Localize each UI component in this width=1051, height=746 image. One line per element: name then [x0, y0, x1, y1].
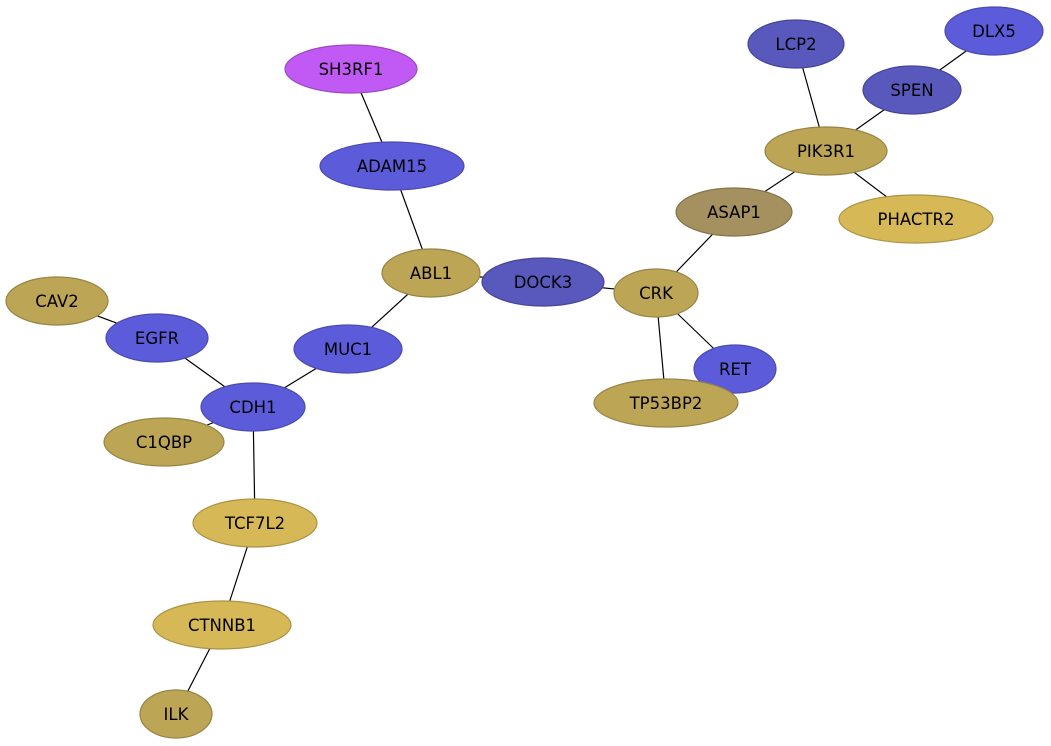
node-spen[interactable]: SPEN — [862, 65, 962, 115]
node-abl1-ellipse — [381, 248, 481, 298]
node-ilk-label: ILK — [164, 705, 190, 724]
node-cdh1[interactable]: CDH1 — [200, 382, 306, 432]
node-asap1-ellipse — [675, 187, 793, 237]
node-sh3rf1[interactable]: SH3RF1 — [284, 44, 418, 94]
node-egfr-ellipse — [105, 313, 209, 363]
node-adam15[interactable]: ADAM15 — [319, 141, 465, 191]
node-tcf7l2[interactable]: TCF7L2 — [192, 498, 318, 548]
node-c1qbp[interactable]: C1QBP — [103, 417, 225, 467]
node-muc1[interactable]: MUC1 — [293, 324, 403, 374]
node-lcp2-ellipse — [747, 19, 845, 69]
node-pik3r1[interactable]: PIK3R1 — [764, 126, 888, 176]
node-c1qbp-ellipse — [103, 417, 225, 467]
node-crk-ellipse — [613, 268, 699, 318]
node-dlx5[interactable]: DLX5 — [944, 6, 1044, 56]
node-asap1[interactable]: ASAP1 — [675, 187, 793, 237]
node-asap1-label: ASAP1 — [707, 203, 761, 222]
node-phactr2-label: PHACTR2 — [878, 210, 955, 229]
node-ilk-ellipse — [139, 689, 213, 739]
node-c1qbp-label: C1QBP — [136, 433, 192, 452]
node-ctnnb1[interactable]: CTNNB1 — [152, 600, 292, 650]
node-ctnnb1-label: CTNNB1 — [188, 616, 256, 635]
node-phactr2[interactable]: PHACTR2 — [838, 194, 994, 244]
node-pik3r1-ellipse — [764, 126, 888, 176]
node-pik3r1-label: PIK3R1 — [797, 142, 855, 161]
node-sh3rf1-ellipse — [284, 44, 418, 94]
node-tp53bp2[interactable]: TP53BP2 — [593, 378, 739, 428]
node-ret[interactable]: RET — [693, 344, 777, 394]
node-tcf7l2-label: TCF7L2 — [224, 514, 285, 533]
node-muc1-label: MUC1 — [324, 340, 372, 359]
node-ctnnb1-ellipse — [152, 600, 292, 650]
node-dock3-label: DOCK3 — [514, 273, 573, 292]
node-lcp2-label: LCP2 — [775, 35, 816, 54]
node-egfr-label: EGFR — [135, 329, 179, 348]
node-cav2[interactable]: CAV2 — [5, 276, 109, 326]
node-spen-label: SPEN — [890, 81, 933, 100]
node-sh3rf1-label: SH3RF1 — [319, 60, 384, 79]
node-ret-label: RET — [719, 360, 752, 379]
node-dlx5-ellipse — [944, 6, 1044, 56]
node-cav2-label: CAV2 — [35, 292, 79, 311]
node-cdh1-label: CDH1 — [229, 398, 276, 417]
node-spen-ellipse — [862, 65, 962, 115]
node-tp53bp2-ellipse — [593, 378, 739, 428]
node-adam15-label: ADAM15 — [357, 157, 427, 176]
node-abl1[interactable]: ABL1 — [381, 248, 481, 298]
node-dock3-ellipse — [481, 257, 605, 307]
node-dlx5-label: DLX5 — [972, 22, 1016, 41]
node-adam15-ellipse — [319, 141, 465, 191]
node-lcp2[interactable]: LCP2 — [747, 19, 845, 69]
node-crk-label: CRK — [639, 284, 674, 303]
node-ilk[interactable]: ILK — [139, 689, 213, 739]
node-crk[interactable]: CRK — [613, 268, 699, 318]
node-ret-ellipse — [693, 344, 777, 394]
node-muc1-ellipse — [293, 324, 403, 374]
node-tp53bp2-label: TP53BP2 — [629, 394, 703, 413]
node-cdh1-ellipse — [200, 382, 306, 432]
node-egfr[interactable]: EGFR — [105, 313, 209, 363]
node-cav2-ellipse — [5, 276, 109, 326]
node-tcf7l2-ellipse — [192, 498, 318, 548]
node-dock3[interactable]: DOCK3 — [481, 257, 605, 307]
node-phactr2-ellipse — [838, 194, 994, 244]
node-abl1-label: ABL1 — [410, 264, 452, 283]
